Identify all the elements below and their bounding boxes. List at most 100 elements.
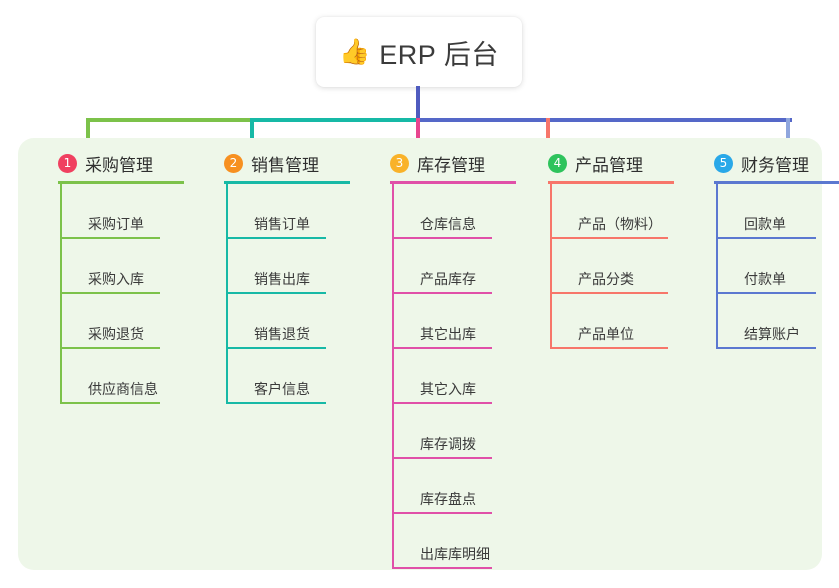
leaf-item-underline [716,237,816,239]
leaf-item-underline [226,402,326,404]
leaf-item-label: 产品库存 [420,271,476,287]
leaf-item-underline [550,347,668,349]
column-1: 1 采购管理采购订单采购入库采购退货供应商信息 [38,146,213,404]
column-spine-3 [392,184,394,568]
column-header-2[interactable]: 2 销售管理 [204,146,379,180]
leaf-item[interactable]: 销售订单 [226,214,326,239]
leaf-item-underline [392,347,492,349]
leaf-item[interactable]: 库存调拨 [392,434,492,459]
root-stem-connector [416,86,420,122]
leaf-item[interactable]: 库存盘点 [392,489,492,514]
leaf-item-underline [60,347,160,349]
column-drop-connector-4 [546,118,550,156]
leaf-item-label: 产品分类 [578,271,634,287]
leaf-item[interactable]: 其它出库 [392,324,492,349]
column-4: 4 产品管理产品（物料） 产品分类产品单位 [528,146,703,349]
leaf-item-underline [392,237,492,239]
column-underline-3 [390,181,516,184]
column-spine-5 [716,184,718,348]
column-badge-4: 4 [548,153,567,173]
leaf-item-underline [716,347,816,349]
leaf-item-label: 仓库信息 [420,216,476,232]
leaf-item[interactable]: 产品分类 [550,269,668,294]
column-title-1: 采购管理 [85,155,153,175]
leaf-item-underline [392,292,492,294]
column-badge-1: 1 [58,153,77,173]
leaf-item-label: 产品单位 [578,326,634,342]
column-underline-5 [714,181,839,184]
leaf-item[interactable]: 出库库明细 [392,544,492,569]
leaf-item-label: 销售订单 [254,216,310,232]
leaf-item-label: 库存盘点 [420,491,476,507]
column-header-3[interactable]: 3 库存管理 [370,146,545,180]
column-drop-connector-1 [86,118,90,156]
leaf-item[interactable]: 采购订单 [60,214,160,239]
leaf-item-underline [392,457,492,459]
root-node-card[interactable]: 👍 ERP 后台 [316,17,522,87]
column-title-5: 财务管理 [741,155,809,175]
leaf-item[interactable]: 采购入库 [60,269,160,294]
leaf-item-underline [392,402,492,404]
column-header-1[interactable]: 1 采购管理 [38,146,213,180]
column-drop-connector-5 [786,118,790,156]
leaf-item-label: 付款单 [744,271,786,287]
column-5: 5 财务管理回款单付款单结算账户 [694,146,839,349]
leaf-item[interactable]: 结算账户 [716,324,816,349]
leaf-item[interactable]: 付款单 [716,269,816,294]
column-badge-5: 5 [714,153,733,173]
leaf-item-label: 其它出库 [420,326,476,342]
leaf-item-label: 采购退货 [88,326,144,342]
leaf-item-underline [60,292,160,294]
leaf-item-label: 回款单 [744,216,786,232]
column-header-4[interactable]: 4 产品管理 [528,146,703,180]
leaf-item-label: 出库库明细 [420,546,490,562]
root-node-title: ERP 后台 [379,39,499,70]
leaf-item[interactable]: 供应商信息 [60,379,160,404]
leaf-item-underline [226,292,326,294]
leaf-item-underline [226,237,326,239]
leaf-item-underline [392,567,492,569]
leaf-item-underline [60,237,160,239]
mindmap-panel: 1 采购管理采购订单采购入库采购退货供应商信息 2 销售管理销售订单销售出库销售退货客… [18,138,839,570]
bus-segment-2 [252,118,420,122]
column-title-2: 销售管理 [251,155,319,175]
leaf-item-label: 采购入库 [88,271,144,287]
column-spine-4 [550,184,552,348]
leaf-item-label: 客户信息 [254,381,310,397]
leaf-item-label: 结算账户 [744,326,800,342]
leaf-item[interactable]: 采购退货 [60,324,160,349]
leaf-item-underline [550,292,668,294]
leaf-item[interactable]: 回款单 [716,214,816,239]
leaf-item[interactable]: 销售出库 [226,269,326,294]
bus-segment-3 [418,118,792,122]
leaf-item[interactable]: 产品库存 [392,269,492,294]
column-title-4: 产品管理 [575,155,643,175]
leaf-item[interactable]: 仓库信息 [392,214,492,239]
leaf-item-underline [550,237,668,239]
column-drop-connector-3 [416,118,420,156]
leaf-item-label: 其它入库 [420,381,476,397]
leaf-item[interactable]: 产品单位 [550,324,668,349]
column-3: 3 库存管理仓库信息产品库存其它出库其它入库库存调拨库存盘点出库库明细 [370,146,545,569]
leaf-item[interactable]: 其它入库 [392,379,492,404]
leaf-item-label: 供应商信息 [88,381,158,397]
leaf-item[interactable]: 销售退货 [226,324,326,349]
leaf-item[interactable]: 客户信息 [226,379,326,404]
leaf-item-label: 库存调拨 [420,436,476,452]
leaf-item[interactable]: 产品（物料） [550,214,668,239]
column-title-3: 库存管理 [417,155,485,175]
leaf-item-label: 采购订单 [88,216,144,232]
leaf-item-underline [716,292,816,294]
column-header-5[interactable]: 5 财务管理 [694,146,839,180]
column-badge-2: 2 [224,153,243,173]
column-drop-connector-2 [250,118,254,156]
bus-segment-1 [88,118,254,122]
column-underline-1 [58,181,184,184]
leaf-item-label: 产品（物料） [578,216,662,232]
leaf-item-label: 销售退货 [254,326,310,342]
leaf-item-underline [226,347,326,349]
column-underline-2 [224,181,350,184]
column-underline-4 [548,181,674,184]
leaf-item-label: 销售出库 [254,271,310,287]
column-badge-3: 3 [390,153,409,173]
